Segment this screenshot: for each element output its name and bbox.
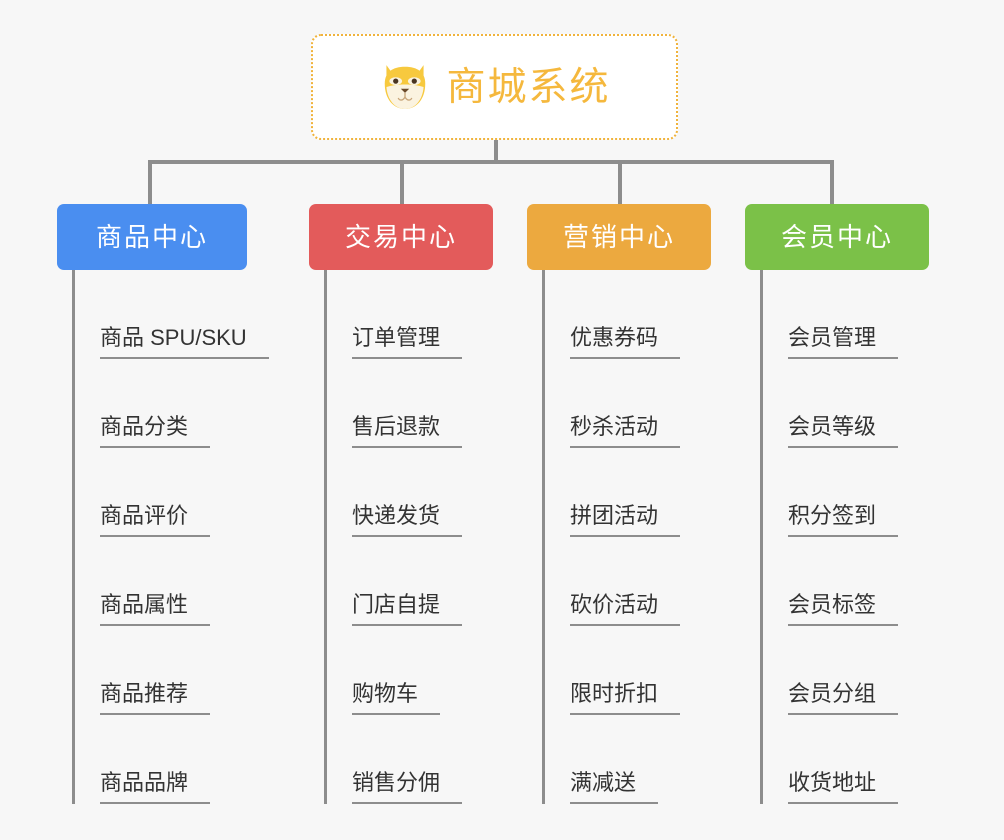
- leaf-label: 售后退款: [352, 413, 463, 448]
- leaf-label: 秒杀活动: [570, 413, 681, 448]
- leaf-label: 优惠券码: [570, 324, 681, 359]
- connector-drop-2: [618, 160, 622, 204]
- connector-horizontal-bar: [148, 160, 834, 164]
- connector-root-stub: [494, 140, 498, 164]
- leaf-item[interactable]: 秒杀活动: [545, 359, 711, 448]
- leaf-item[interactable]: 销售分佣: [327, 715, 493, 804]
- category-box-3[interactable]: 会员中心: [745, 204, 929, 270]
- connector-drop-0: [148, 160, 152, 204]
- shiba-dog-face-icon: [385, 65, 426, 109]
- leaf-label: 拼团活动: [570, 502, 681, 537]
- leaf-item[interactable]: 优惠券码: [545, 270, 711, 359]
- leaf-label: 商品 SPU/SKU: [100, 324, 269, 359]
- leaf-label: 积分签到: [788, 502, 899, 537]
- leaf-item[interactable]: 商品分类: [75, 359, 247, 448]
- leaf-item[interactable]: 商品 SPU/SKU: [75, 270, 269, 359]
- category-box-1[interactable]: 交易中心: [309, 204, 493, 270]
- leaf-item[interactable]: 会员等级: [763, 359, 929, 448]
- leaf-label: 会员标签: [788, 591, 899, 626]
- leaf-label: 商品评价: [100, 502, 211, 537]
- leaf-item[interactable]: 商品品牌: [75, 715, 247, 804]
- leaf-label: 会员管理: [788, 324, 899, 359]
- leaf-label: 商品分类: [100, 413, 211, 448]
- root-node[interactable]: 商城系统: [311, 34, 678, 140]
- leaf-item[interactable]: 满减送: [545, 715, 711, 804]
- branch-column-3: 会员中心 会员管理 会员等级 积分签到 会员标签 会员分组 收货地址: [745, 204, 929, 804]
- leaf-label: 订单管理: [352, 324, 463, 359]
- category-label-1: 交易中心: [344, 222, 457, 252]
- leaf-item[interactable]: 商品属性: [75, 537, 247, 626]
- leaf-list-0: 商品 SPU/SKU 商品分类 商品评价 商品属性 商品推荐 商品品牌: [72, 270, 269, 804]
- leaf-item[interactable]: 会员标签: [763, 537, 929, 626]
- leaf-item[interactable]: 会员管理: [763, 270, 929, 359]
- leaf-list-2: 优惠券码 秒杀活动 拼团活动 砍价活动 限时折扣 满减送: [542, 270, 711, 804]
- leaf-label: 会员等级: [788, 413, 899, 448]
- branch-column-1: 交易中心 订单管理 售后退款 快递发货 门店自提 购物车 销售分佣: [309, 204, 493, 804]
- leaf-item[interactable]: 售后退款: [327, 359, 493, 448]
- connector-drop-3: [830, 160, 834, 204]
- leaf-list-1: 订单管理 售后退款 快递发货 门店自提 购物车 销售分佣: [324, 270, 493, 804]
- category-label-0: 商品中心: [95, 222, 208, 252]
- connector-drop-1: [400, 160, 404, 204]
- leaf-label: 商品推荐: [100, 680, 211, 715]
- leaf-label: 砍价活动: [570, 591, 681, 626]
- category-label-2: 营销中心: [562, 222, 675, 252]
- leaf-item[interactable]: 商品评价: [75, 448, 247, 537]
- leaf-label: 满减送: [570, 769, 659, 804]
- leaf-label: 收货地址: [788, 769, 899, 804]
- leaf-item[interactable]: 快递发货: [327, 448, 493, 537]
- leaf-item[interactable]: 收货地址: [763, 715, 929, 804]
- leaf-item[interactable]: 商品推荐: [75, 626, 247, 715]
- leaf-label: 快递发货: [352, 502, 463, 537]
- leaf-label: 购物车: [352, 680, 441, 715]
- root-title: 商城系统: [446, 65, 611, 109]
- leaf-label: 商品品牌: [100, 769, 211, 804]
- category-label-3: 会员中心: [780, 222, 893, 252]
- leaf-label: 门店自提: [352, 591, 463, 626]
- leaf-list-3: 会员管理 会员等级 积分签到 会员标签 会员分组 收货地址: [760, 270, 929, 804]
- category-box-0[interactable]: 商品中心: [57, 204, 247, 270]
- leaf-item[interactable]: 积分签到: [763, 448, 929, 537]
- leaf-item[interactable]: 订单管理: [327, 270, 493, 359]
- leaf-label: 限时折扣: [570, 680, 681, 715]
- category-box-2[interactable]: 营销中心: [527, 204, 711, 270]
- leaf-item[interactable]: 会员分组: [763, 626, 929, 715]
- leaf-item[interactable]: 砍价活动: [545, 537, 711, 626]
- leaf-item[interactable]: 拼团活动: [545, 448, 711, 537]
- branch-column-2: 营销中心 优惠券码 秒杀活动 拼团活动 砍价活动 限时折扣 满减送: [527, 204, 711, 804]
- leaf-label: 销售分佣: [352, 769, 463, 804]
- leaf-label: 会员分组: [788, 680, 899, 715]
- leaf-item[interactable]: 限时折扣: [545, 626, 711, 715]
- leaf-label: 商品属性: [100, 591, 211, 626]
- leaf-item[interactable]: 门店自提: [327, 537, 493, 626]
- leaf-item[interactable]: 购物车: [327, 626, 493, 715]
- branch-column-0: 商品中心 商品 SPU/SKU 商品分类 商品评价 商品属性 商品推荐 商品品牌: [57, 204, 269, 804]
